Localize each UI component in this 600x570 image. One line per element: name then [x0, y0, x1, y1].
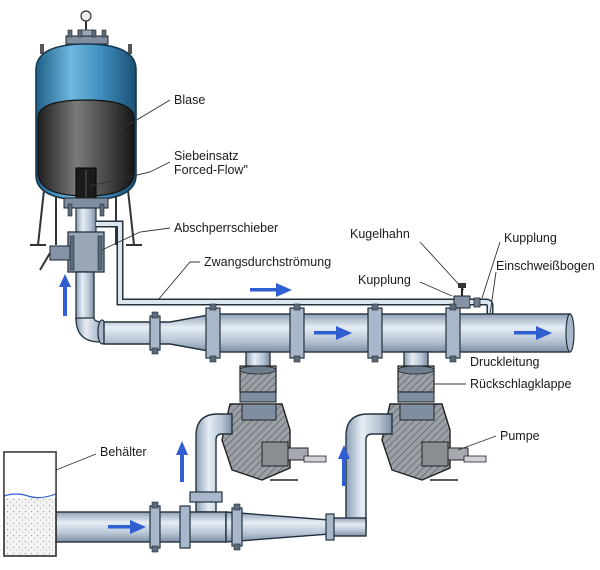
flow-arrow-up-vessel: [59, 274, 71, 316]
label-kugelhahn: Kugelhahn: [350, 227, 410, 241]
forced-flow-line: [96, 220, 496, 322]
label-siebeinsatz-line1: Siebeinsatz: [174, 149, 239, 163]
flow-arrow-up-left-riser: [176, 441, 188, 482]
pump-right: [381, 403, 487, 481]
vessel-connection-pipe: [75, 271, 95, 321]
bladder: [37, 99, 135, 197]
label-rueckschlagklappe: Rückschlagklappe: [470, 377, 571, 391]
label-zwangsdurchstroemung: Zwangsdurchströmung: [204, 255, 331, 269]
flow-arrow-right-header-1: [314, 326, 352, 340]
suction-riser-left: [189, 413, 233, 513]
container: [3, 451, 57, 557]
check-valve-left: [239, 351, 277, 403]
shutoff-valve: [39, 207, 105, 273]
flow-arrow-right-suction: [108, 520, 146, 534]
label-behaelter: Behälter: [100, 445, 147, 459]
label-druckleitung: Druckleitung: [470, 355, 540, 369]
header-flanges: [149, 303, 461, 363]
check-valve-right: [397, 351, 435, 403]
label-einschweissbogen: Einschweißbogen: [496, 259, 595, 273]
pump-left: [221, 403, 327, 481]
ball-valve-icon: [453, 283, 471, 309]
label-kupplung-left: Kupplung: [358, 273, 411, 287]
label-siebeinsatz-line2: Forced-Flow": [174, 163, 248, 177]
label-pumpe: Pumpe: [500, 429, 540, 443]
tank-top-flange: [65, 35, 109, 45]
tank-top-bolts: [67, 29, 107, 38]
label-blase: Blase: [174, 93, 205, 107]
suction-line-flanges: [149, 501, 335, 553]
flow-arrow-right-forced: [250, 283, 292, 297]
suction-riser-right: [345, 413, 393, 531]
leader-lines: [55, 99, 501, 471]
expansion-vessel: [30, 10, 142, 246]
flow-arrow-right-header-2: [514, 326, 552, 340]
label-kupplung-right: Kupplung: [504, 231, 557, 245]
flow-arrow-up-right-riser: [338, 445, 350, 486]
label-abschperrschieber: Abschperrschieber: [174, 221, 278, 235]
